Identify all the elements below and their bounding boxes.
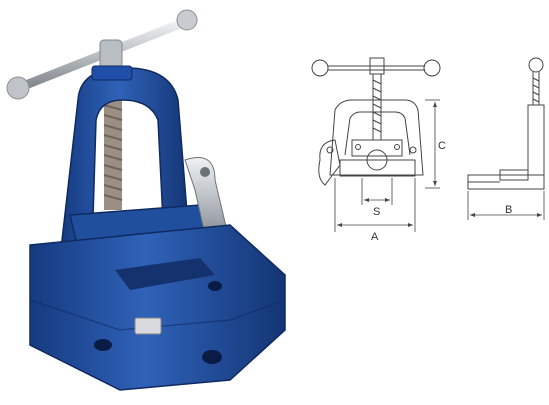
pipe-vise-front-drawing-icon: C S A (311, 57, 446, 243)
pipe-vise-side-drawing-icon: B (467, 57, 545, 220)
dimension-s-label: S (373, 206, 380, 218)
vise-base (29, 224, 286, 391)
dimension-b-label: B (505, 204, 512, 216)
pipe-vise-photo-icon (6, 9, 286, 391)
dimension-c-label: C (438, 140, 446, 152)
dimension-a-label: A (371, 231, 379, 243)
